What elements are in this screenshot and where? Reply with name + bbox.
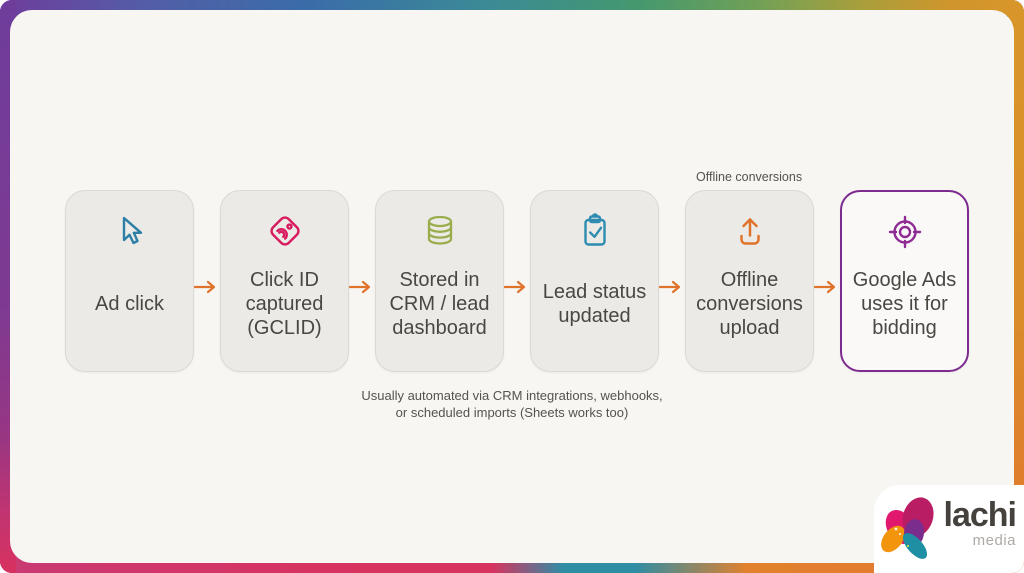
tag-fingerprint-icon xyxy=(264,207,306,255)
flow-caption-line1: Usually automated via CRM integrations, … xyxy=(361,388,663,403)
logo-name: lachi xyxy=(943,496,1017,534)
logo-text: lachi media xyxy=(943,496,1017,549)
step-label: Google Ads uses it for bidding xyxy=(852,269,957,339)
flow-caption-line2: or scheduled imports (Sheets works too) xyxy=(395,404,629,420)
arrow-right-icon xyxy=(659,280,685,294)
arrow-right-icon xyxy=(349,280,375,294)
arrow-right-icon xyxy=(504,280,530,294)
arrow-right-icon xyxy=(194,280,220,294)
step-lead-status-updated: Lead status updated xyxy=(530,190,659,372)
target-icon xyxy=(885,208,925,256)
database-icon xyxy=(420,207,460,255)
step-label: Ad click xyxy=(95,293,164,315)
lachi-heart-logo-icon xyxy=(878,491,948,573)
clipboard-check-icon xyxy=(575,207,615,255)
logo-panel: lachi media xyxy=(874,485,1024,573)
step-ad-click: Ad click xyxy=(65,190,194,372)
step-click-id-captured: Click ID captured (GCLID) xyxy=(220,190,349,372)
arrow-right-icon xyxy=(814,280,840,294)
step-stored-in-crm: Stored in CRM / lead dashboard xyxy=(375,190,504,372)
logo-subtitle: media xyxy=(972,532,1016,549)
step-google-ads-bidding: Google Ads uses it for bidding xyxy=(840,190,969,372)
step-label: Click ID captured (GCLID) xyxy=(245,269,324,339)
flow-diagram: Ad click xyxy=(65,170,969,372)
flow-caption: Usually automated via CRM integrations, … xyxy=(10,388,1014,422)
step-label: Stored in CRM / lead dashboard xyxy=(389,269,490,339)
cursor-icon xyxy=(110,207,150,255)
content-panel: Ad click xyxy=(10,10,1014,563)
step-offline-conversions-upload: Offline conversions Offline conversions … xyxy=(685,170,814,372)
offline-conversions-note: Offline conversions xyxy=(696,170,803,184)
step-label: Offline conversions upload xyxy=(696,269,803,339)
step-label: Lead status updated xyxy=(542,281,647,327)
upload-icon xyxy=(730,207,770,255)
